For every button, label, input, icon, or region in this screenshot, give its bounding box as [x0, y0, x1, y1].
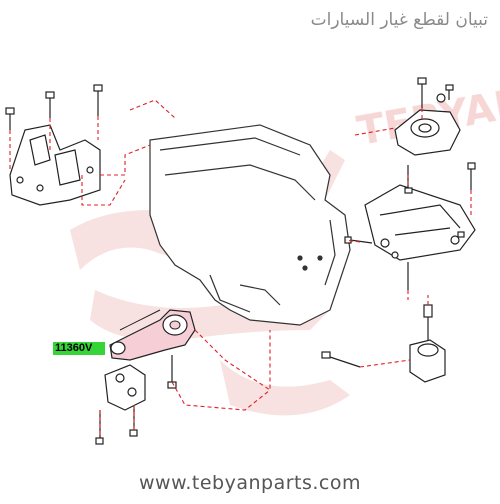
watermark-stroke-3 [220, 360, 350, 416]
left-mount-bracket [9, 124, 101, 206]
right-mount-lower [321, 304, 446, 383]
bolt-group-top-left [5, 84, 103, 130]
brand-name-arabic: تبيان لقطع غيار السيارات [310, 10, 488, 30]
torque-rod-part [109, 309, 196, 361]
lower-left-bracket [95, 355, 177, 445]
right-mount-upper [394, 77, 461, 156]
right-mount-bracket [344, 162, 476, 290]
website-url[interactable]: www.tebyanparts.com [138, 472, 362, 494]
engine-block [149, 124, 351, 326]
part-number-label[interactable]: 11360V [53, 342, 105, 355]
leader-lines [9, 99, 472, 438]
